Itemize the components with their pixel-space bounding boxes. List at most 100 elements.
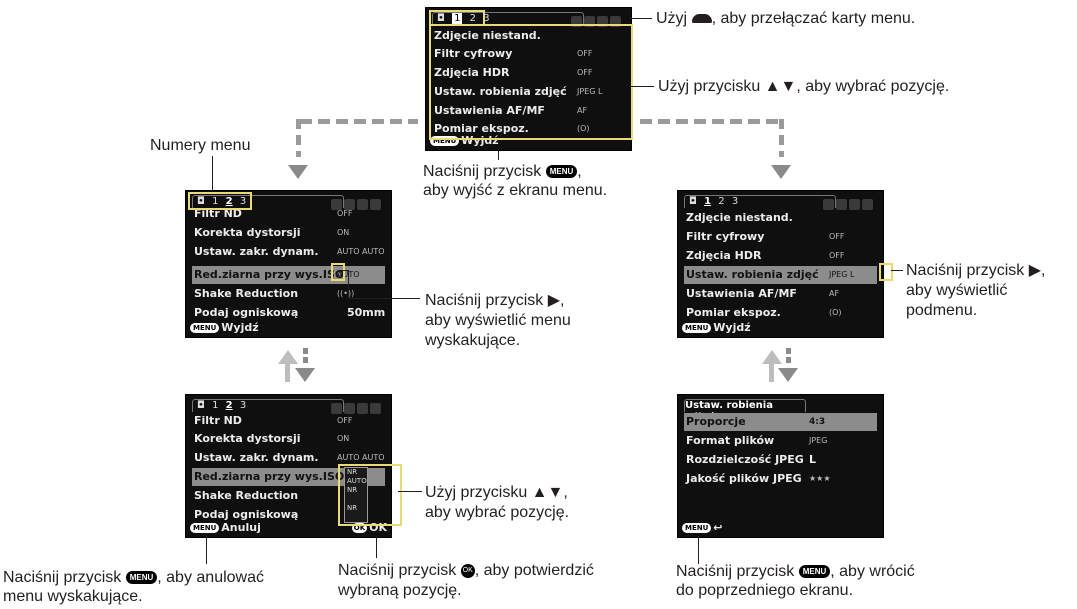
menu-item-selected[interactable]: Red.ziarna przy wys.ISO [192, 468, 385, 486]
menu-button-icon: MENU [190, 323, 220, 333]
leader-line [348, 298, 420, 299]
camera-icon: ◘ [437, 13, 445, 24]
menu-tabs[interactable]: ◘ 1 2 3 [192, 195, 344, 208]
item-label: Shake Reduction [194, 489, 299, 502]
down-arrow [778, 368, 798, 382]
arrow-shaft [786, 348, 791, 366]
menu-item[interactable]: Ustaw. zakr. dynam.AUTO AUTO [192, 449, 385, 467]
menu-tabs[interactable]: ◘ 1 2 3 [684, 195, 836, 208]
menu-tabs[interactable]: ◘ 1 2 3 [192, 399, 344, 412]
menu-item[interactable]: Zdjęcie niestand. [684, 209, 877, 227]
popup-menu[interactable]: NR AUTO NR NR [344, 467, 368, 523]
item-label: Proporcje [686, 415, 746, 428]
arrow-shaft [285, 364, 290, 382]
tab-1[interactable]: 1 [452, 13, 463, 24]
tab-2[interactable]: 2 [718, 196, 725, 207]
item-value: JPEG L [829, 270, 855, 279]
item-value: AUTO AUTO [337, 453, 385, 462]
other-tab-icons [329, 195, 387, 210]
menu-button-icon: MENU [798, 565, 831, 579]
menu-button-icon: MENU [190, 523, 220, 533]
item-label: Ustawienia AF/MF [686, 287, 797, 300]
up-arrow [762, 350, 782, 364]
item-value: L [809, 453, 817, 466]
item-label: Filtr cyfrowy [686, 230, 765, 243]
leader-line [398, 491, 422, 492]
menu-tabs[interactable]: ◘ 1 2 3 [432, 12, 584, 25]
footer: MENU↩ [682, 521, 723, 535]
item-label: Ustaw. robienia zdjęć [434, 85, 567, 98]
leader-line [376, 536, 377, 558]
tab-3[interactable]: 3 [483, 13, 490, 24]
tab-2[interactable]: 2 [225, 400, 233, 411]
ok-button-icon: OK [351, 523, 368, 533]
annotation-text: , aby anulować [157, 569, 264, 586]
down-arrow [771, 165, 791, 179]
tab-3[interactable]: 3 [239, 196, 247, 207]
annotation-back-2: do poprzedniego ekranu. [676, 582, 854, 599]
item-label: Filtr ND [194, 207, 242, 220]
leader-line [698, 536, 699, 564]
annotation-text: Naciśnij przycisk [676, 563, 795, 580]
menu-item[interactable]: Zdjęcie niestand. [432, 27, 625, 45]
item-value: 50mm [347, 306, 386, 319]
arrow-shaft [303, 348, 308, 366]
menu-item[interactable]: Pomiar ekspoz.(O) [432, 120, 625, 138]
item-value: ON [337, 228, 350, 237]
menu-item[interactable]: Ustaw. zakr. dynam.AUTO AUTO [192, 243, 385, 261]
tab-2[interactable]: 2 [225, 196, 233, 207]
item-label: Ustawienia AF/MF [434, 104, 545, 117]
annotation-text: , aby przełączać karty menu. [711, 10, 916, 27]
popup-option[interactable]: NR [347, 486, 358, 494]
dashed-connector [296, 119, 301, 157]
item-label: Podaj ogniskową [194, 508, 299, 521]
other-tab-icons [329, 399, 387, 414]
menu-item[interactable]: Podaj ogniskową [192, 506, 385, 524]
tab-1[interactable]: 1 [212, 400, 219, 411]
item-value: OFF [337, 416, 353, 425]
tab-3[interactable]: 3 [731, 196, 739, 207]
item-value: ★★★ [809, 474, 831, 483]
menu-item[interactable]: Shake Reduction [192, 487, 385, 505]
item-value: (O) [577, 124, 590, 133]
annotation-confirm-2: wybraną pozycję. [338, 582, 462, 599]
down-arrow [295, 368, 315, 382]
tab-1[interactable]: 1 [212, 196, 219, 207]
menu-button-icon: MENU [682, 523, 712, 533]
popup-option[interactable]: NR [347, 504, 358, 512]
tab-2[interactable]: 2 [469, 13, 477, 24]
annotation-submenu: Naciśnij przycisk ▶, [906, 262, 1046, 279]
camera-icon: ◘ [197, 400, 205, 411]
down-arrow [288, 165, 308, 179]
annotation-menu-numbers: Numery menu [150, 137, 251, 154]
submenu-item[interactable]: Jakość plików JPEG★★★ [684, 470, 877, 488]
popup-option[interactable]: NR AUTO [347, 468, 367, 485]
menu-item[interactable]: Pomiar ekspoz.(O) [684, 304, 877, 322]
leader-line [212, 156, 213, 194]
menu-item[interactable]: Shake Reduction((•)) [192, 285, 385, 303]
menu-item-selected[interactable]: Red.ziarna przy wys.ISOAUTO [192, 266, 385, 284]
item-value: ((•)) [337, 289, 355, 298]
tab-3[interactable]: 3 [239, 400, 247, 411]
tab-1[interactable]: 1 [704, 196, 712, 207]
